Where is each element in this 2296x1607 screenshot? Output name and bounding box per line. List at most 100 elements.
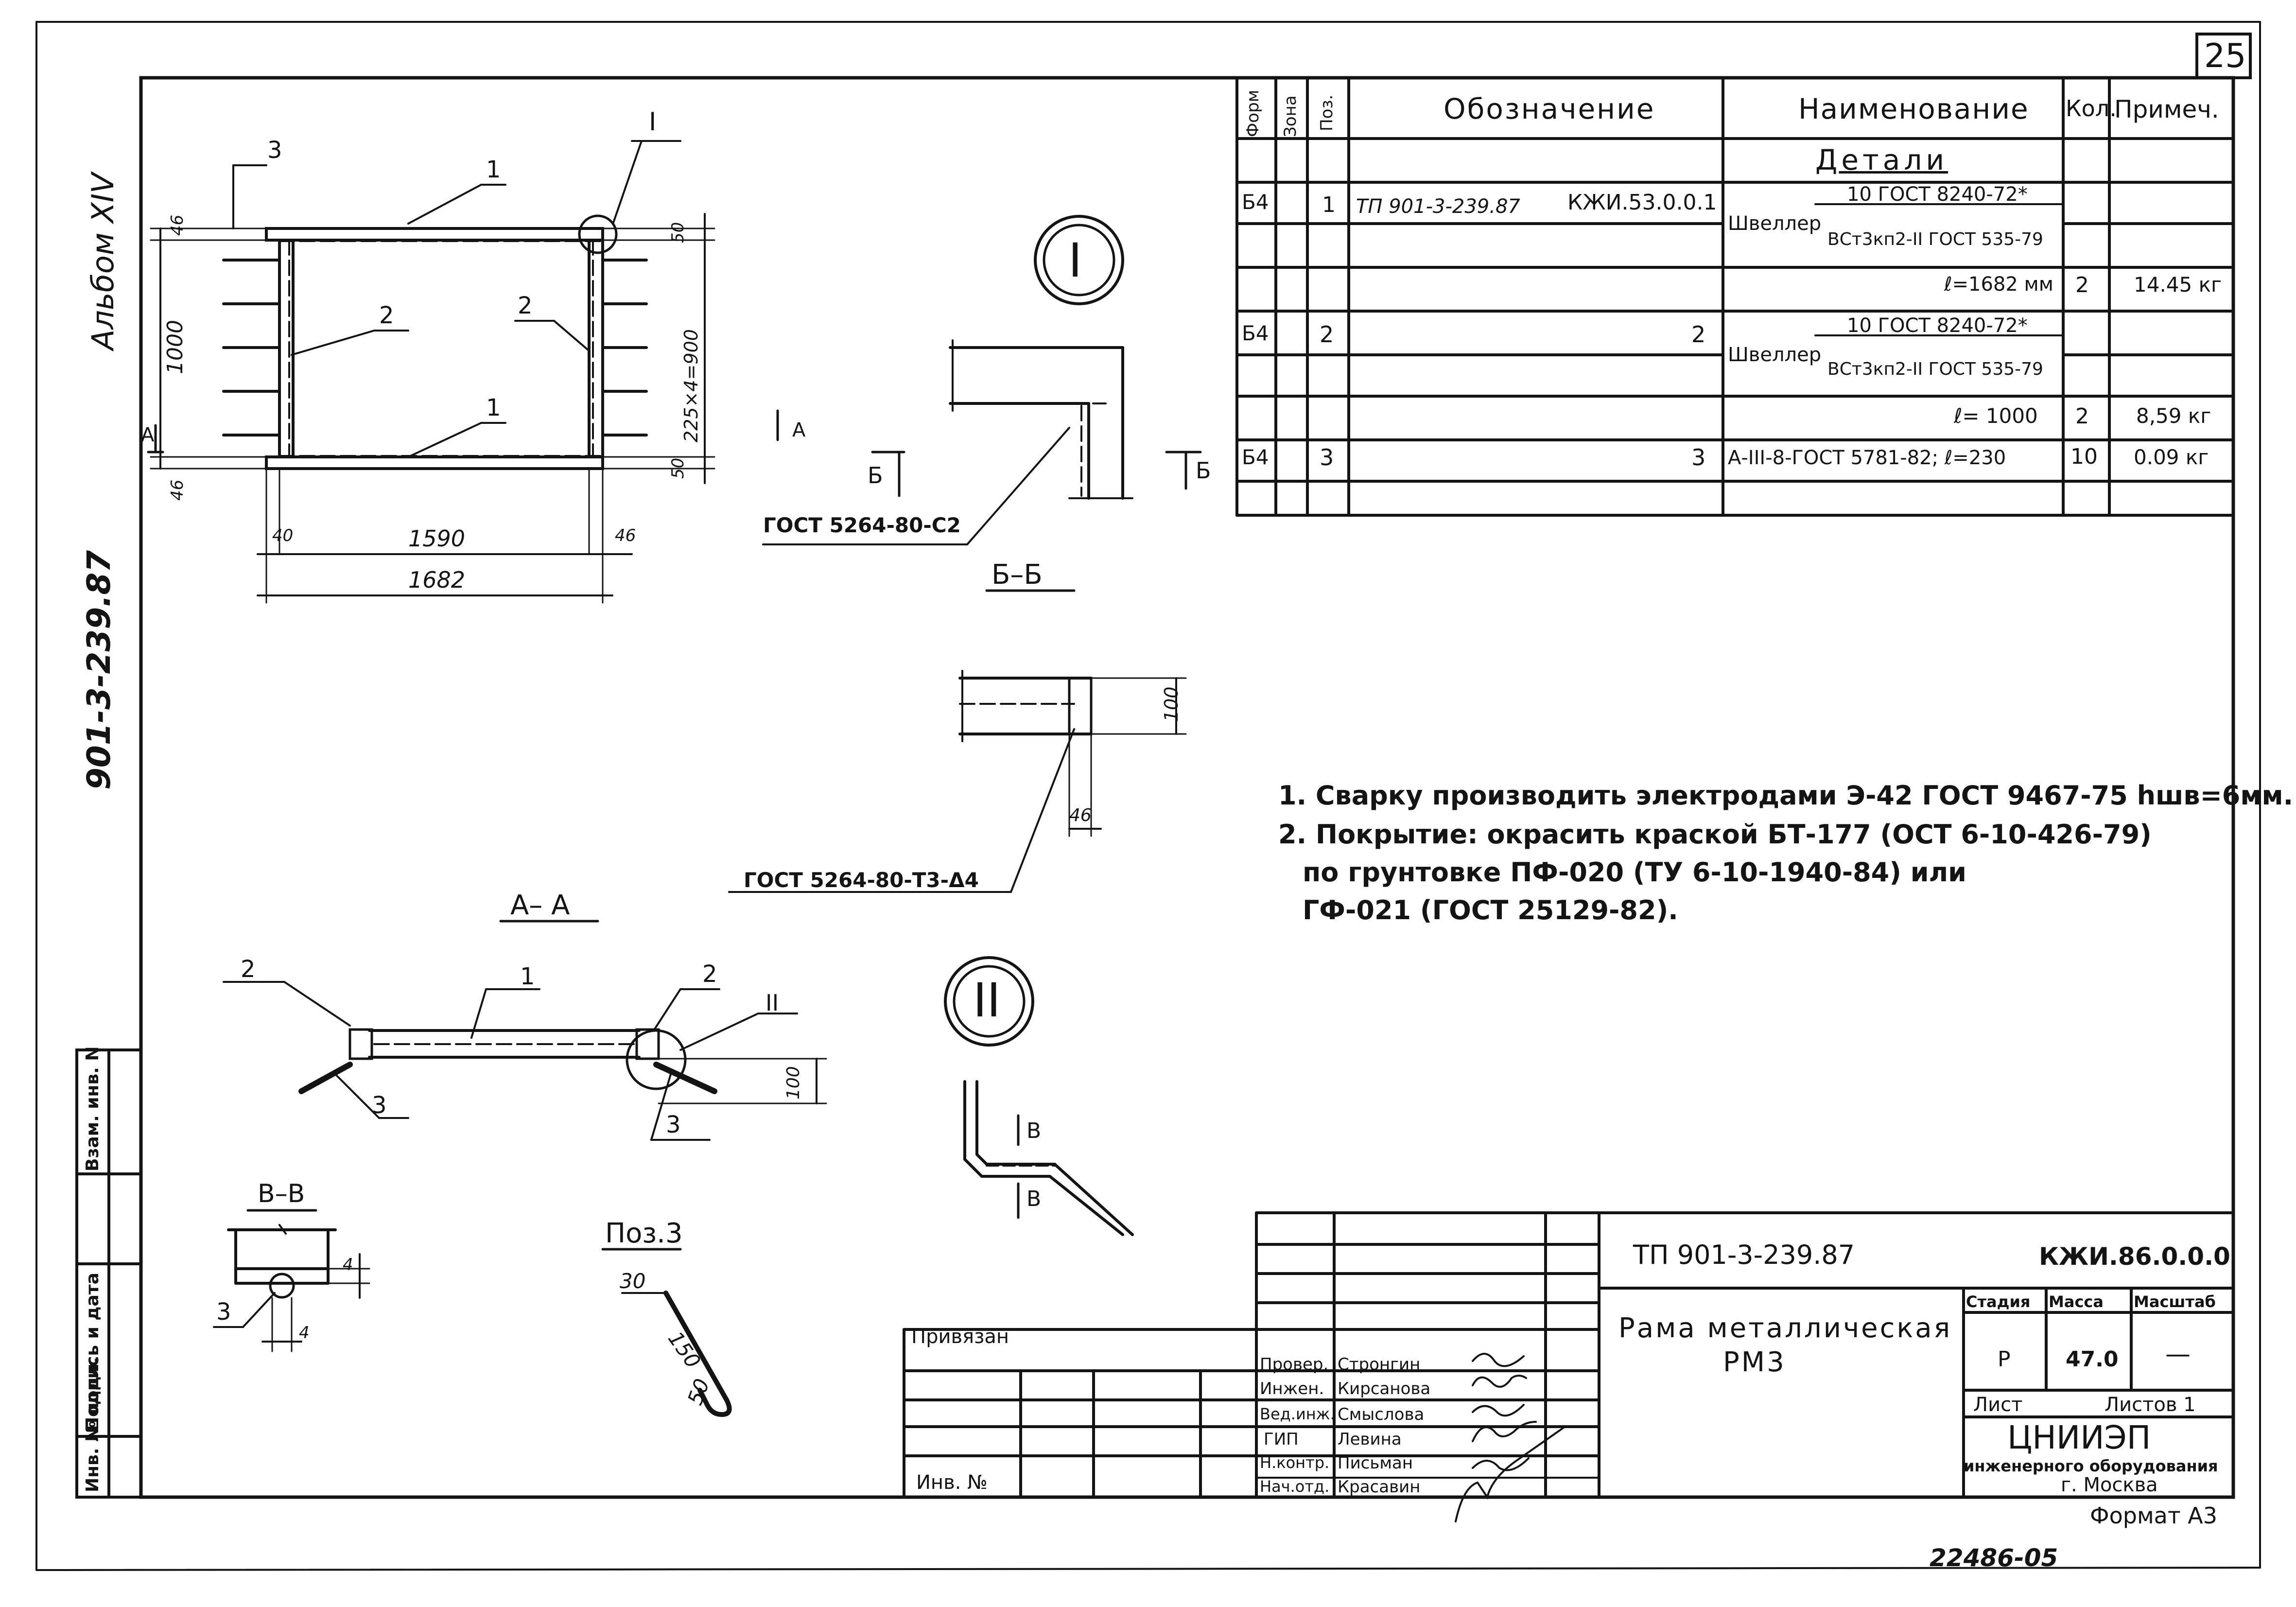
- tb-org-subtitle: инженерного оборудования: [1964, 1457, 2218, 1475]
- aa-callout-2-right: 2: [702, 961, 717, 988]
- aa-node-mark-II: II: [765, 990, 779, 1016]
- row1-form: Б4: [1242, 190, 1269, 214]
- node-I-label: I: [1068, 233, 1082, 288]
- row2-qty: 2: [2075, 404, 2089, 429]
- tb-name-smyslova: Смыслова: [1338, 1405, 1425, 1424]
- row3-note: 0.09 кг: [2134, 445, 2209, 469]
- vv-callout-3: 3: [216, 1298, 231, 1326]
- row2-pos: 2: [1320, 321, 1334, 348]
- note-2: 2. Покрытие: окрасить краской БТ-177 (ОС…: [1278, 819, 2152, 850]
- strip-replace-label: Взам. инв. N: [83, 1046, 103, 1171]
- title-block-lines: [903, 1211, 2235, 1499]
- album-label: Альбом XIV: [85, 173, 121, 350]
- node-II-label: II: [973, 973, 1001, 1028]
- node-II-detail: [944, 956, 1134, 1236]
- dim-100-aa: 100: [783, 1066, 803, 1100]
- tb-name-kirsanova: Кирсанова: [1338, 1379, 1431, 1398]
- tb-role-gip: ГИП: [1264, 1430, 1299, 1449]
- plan-callout-1-top: 1: [486, 156, 501, 183]
- pos3-dim-30: 30: [620, 1269, 646, 1293]
- note-3: по грунтовке ПФ-020 (ТУ 6-10-1940-84) ил…: [1303, 857, 1966, 888]
- th-designation: Обозначение: [1444, 92, 1655, 125]
- plan-callout-2-right: 2: [518, 292, 533, 319]
- tb-bound-label: Привязан: [911, 1326, 1009, 1348]
- tb-role-norm: Н.контр.: [1260, 1453, 1330, 1472]
- tb-title-line1: Рама металлическая: [1618, 1312, 1952, 1344]
- row2-name-top: 10 ГОСТ 8240-72*: [1847, 314, 2028, 337]
- left-strip: [75, 1048, 142, 1499]
- row2-name: Швеллер: [1728, 344, 1822, 366]
- dim-50-bottom-right: 50: [668, 457, 688, 479]
- plan-node-mark-I: I: [649, 107, 657, 137]
- tb-stage: Р: [1998, 1347, 2011, 1372]
- dim-225x4: 225×4=900: [680, 329, 702, 442]
- row1-name-top: 10 ГОСТ 8240-72*: [1847, 183, 2028, 206]
- spec-table-lines: [1235, 76, 2235, 517]
- plan-view: [147, 140, 715, 604]
- row2-name-bottom: ВСт3кп2-II ГОСТ 535-79: [1827, 359, 2043, 379]
- th-note: Примеч.: [2114, 95, 2219, 123]
- archive-number: 22486-05: [1930, 1544, 2058, 1572]
- aa-callout-1: 1: [520, 963, 535, 990]
- th-form: Форм: [1243, 89, 1263, 137]
- strip-sign-label: Подпись и дата: [83, 1273, 103, 1432]
- th-qty: Кол.: [2066, 95, 2117, 122]
- row1-note: 14.45 кг: [2134, 273, 2222, 297]
- tb-org-name: ЦНИИЭП: [2007, 1419, 2151, 1456]
- dim-100-bb: 100: [1161, 686, 1182, 722]
- pos3-sketch: [601, 1248, 732, 1417]
- aa-callout-3-left: 3: [372, 1092, 387, 1119]
- spec-section-title: Детали: [1815, 143, 1948, 176]
- tb-role-lead: Вед.инж.: [1260, 1405, 1335, 1423]
- cut-mark-b-left: Б: [868, 462, 883, 489]
- tb-sheet-label: Лист: [1973, 1394, 2023, 1416]
- tb-name-levina: Левина: [1338, 1430, 1402, 1449]
- section-bb-title: Б–Б: [991, 559, 1043, 591]
- row3-pos: 3: [1320, 444, 1334, 471]
- plan-callout-3: 3: [267, 137, 282, 164]
- tb-mass: 47.0: [2066, 1347, 2119, 1372]
- tb-name-pisman: Письман: [1338, 1453, 1413, 1473]
- row2-note: 8,59 кг: [2136, 404, 2211, 428]
- row2-length: ℓ= 1000: [1954, 404, 2038, 428]
- section-aa-title: А– А: [510, 890, 570, 921]
- dim-40: 40: [272, 526, 294, 545]
- sheet-frame: [35, 21, 2261, 1571]
- note-4: ГФ-021 (ГОСТ 25129-82).: [1303, 895, 1678, 926]
- tb-role-head: Нач.отд.: [1260, 1477, 1330, 1496]
- row1-qty: 2: [2075, 273, 2089, 297]
- cut-mark-v-top: В: [1026, 1118, 1042, 1143]
- tb-stage-label: Стадия: [1966, 1293, 2031, 1311]
- dim-46-bottom: 46: [615, 526, 636, 545]
- dim-46-bottom-left: 46: [168, 479, 187, 501]
- row3-designation-code: 3: [1691, 444, 1706, 471]
- cut-mark-a-left: А: [792, 419, 806, 441]
- row2-form: Б4: [1242, 321, 1269, 345]
- aa-callout-2-left: 2: [241, 956, 256, 983]
- row1-designation-code: КЖИ.53.0.0.1: [1567, 190, 1717, 215]
- th-zone: Зона: [1281, 95, 1300, 137]
- row3-qty: 10: [2070, 444, 2098, 469]
- section-aa: [223, 920, 827, 1141]
- tb-role-check: Провер.: [1260, 1355, 1329, 1374]
- aa-callout-3-right: 3: [666, 1111, 681, 1138]
- row3-name: А-III-8-ГОСТ 5781-82; ℓ=230: [1728, 447, 2006, 469]
- sheet-number: 25: [2204, 37, 2246, 75]
- tb-scale-label: Масштаб: [2134, 1293, 2216, 1311]
- dim-1000: 1000: [163, 320, 188, 374]
- tb-format: Формат А3: [2090, 1502, 2217, 1529]
- plan-callout-2-left: 2: [379, 302, 394, 329]
- section-bb-weld-label: ГОСТ 5264-80-С2: [763, 513, 961, 537]
- row1-pos: 1: [1322, 192, 1336, 217]
- th-name: Наименование: [1798, 92, 2029, 125]
- tb-code-right: КЖИ.86.0.0.0: [2039, 1242, 2230, 1271]
- dim-4-right: 4: [343, 1255, 353, 1275]
- pos3-title: Поз.3: [605, 1218, 683, 1249]
- tb-sheets-label: Листов 1: [2105, 1394, 2196, 1416]
- row1-designation: ТП 901-3-239.87: [1356, 195, 1520, 218]
- dim-1590: 1590: [408, 525, 466, 552]
- dim-50-top-right: 50: [668, 222, 688, 243]
- cut-mark-b-right: Б: [1196, 457, 1211, 484]
- side-project-code: 901-3-239.87: [80, 550, 118, 790]
